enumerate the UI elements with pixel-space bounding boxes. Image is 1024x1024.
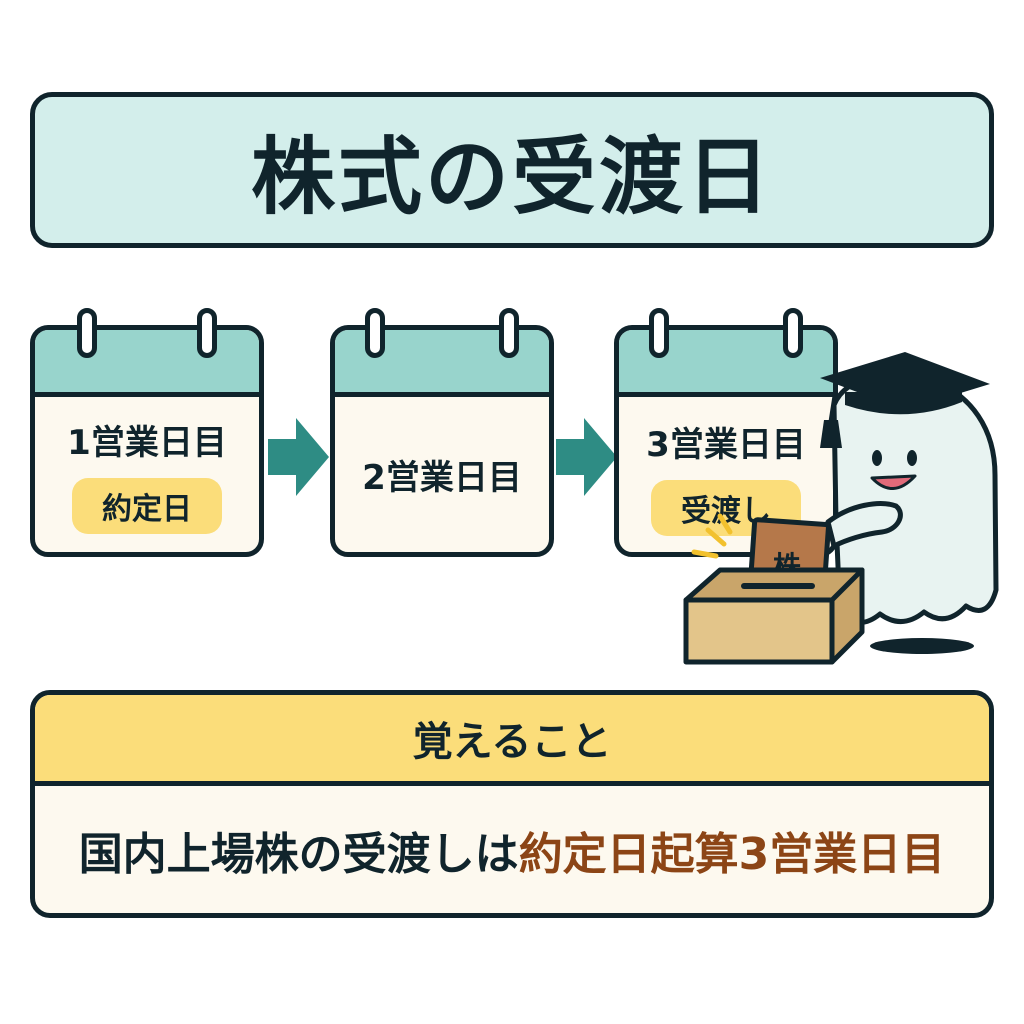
calendar-day-1: 1営業日目 約定日 bbox=[30, 308, 264, 557]
memo-emphasis-text: 約定日起算3営業日目 bbox=[518, 828, 946, 880]
day-label: 3営業日目 bbox=[646, 425, 806, 465]
page-title: 株式の受渡日 bbox=[250, 127, 773, 226]
calendar-ring-icon bbox=[783, 308, 803, 358]
arrow-right-icon bbox=[268, 418, 329, 496]
calendar-ring-icon bbox=[365, 308, 385, 358]
day-label: 2営業日目 bbox=[362, 458, 522, 498]
memo-body: 国内上場株の受渡しは約定日起算3営業日目 bbox=[35, 786, 989, 913]
calendar-ring-icon bbox=[197, 308, 217, 358]
title-banner: 株式の受渡日 bbox=[30, 92, 994, 248]
calendar-day-2: 2営業日目 bbox=[330, 308, 554, 557]
arrow-right-icon bbox=[556, 418, 617, 496]
day-label: 1営業日目 bbox=[67, 423, 227, 463]
memo-text: 国内上場株の受渡しは bbox=[78, 828, 519, 880]
calendar-ring-icon bbox=[77, 308, 97, 358]
trade-date-badge: 約定日 bbox=[72, 478, 222, 534]
calendar-day-3: 3営業日目 受渡し bbox=[614, 308, 838, 557]
mortarboard-icon bbox=[820, 352, 990, 410]
calendar-ring-icon bbox=[499, 308, 519, 358]
eye-icon bbox=[872, 450, 882, 466]
calendar-ring-icon bbox=[649, 308, 669, 358]
eye-icon bbox=[907, 450, 917, 466]
mouth-icon bbox=[870, 474, 917, 490]
memo-heading: 覚えること bbox=[412, 719, 612, 765]
shadow-icon bbox=[870, 638, 974, 654]
box-icon bbox=[683, 567, 865, 665]
calendar-header bbox=[35, 330, 259, 397]
delivery-badge: 受渡し bbox=[651, 480, 801, 536]
memo-box: 覚えること 国内上場株の受渡しは約定日起算3営業日目 bbox=[30, 690, 994, 918]
memo-header: 覚えること bbox=[35, 695, 989, 786]
ghost-icon bbox=[831, 372, 999, 625]
